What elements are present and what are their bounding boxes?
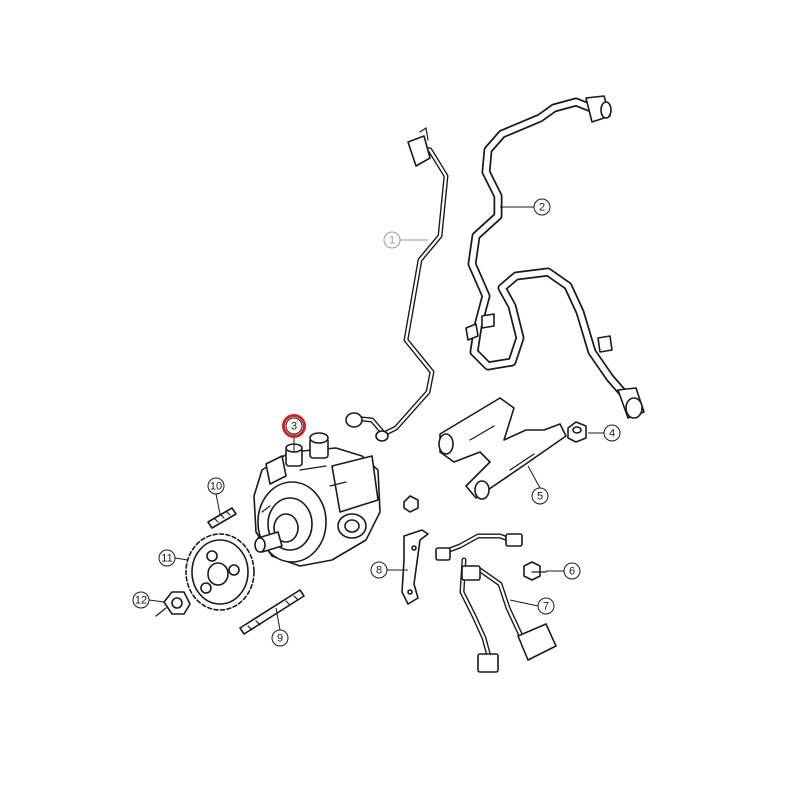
callout-number: 12 <box>135 595 147 607</box>
callout-leader-line <box>215 493 221 515</box>
callout-number: 9 <box>277 633 283 645</box>
callout-circle <box>531 487 549 505</box>
callout-6[interactable]: 6 <box>546 562 581 580</box>
callout-leader-line <box>509 599 539 607</box>
callout-circle <box>537 597 555 615</box>
callout-circle <box>563 562 581 580</box>
callout-number: 3 <box>291 421 297 433</box>
callout-circle <box>207 477 225 495</box>
callout-circle <box>383 231 401 249</box>
callout-leader-line <box>148 599 165 603</box>
callout-3[interactable]: 3 <box>282 414 306 453</box>
callout-leader-line <box>527 465 541 489</box>
part-nut <box>567 421 587 443</box>
callout-4[interactable]: 4 <box>588 424 621 442</box>
callout-11[interactable]: 11 <box>158 549 189 567</box>
part-pump-gear <box>185 533 255 611</box>
callout-10[interactable]: 10 <box>207 477 225 515</box>
callout-circle <box>370 561 388 579</box>
callout-number: 7 <box>543 601 549 613</box>
part-mounting-bracket <box>401 529 429 605</box>
callout-number: 8 <box>376 565 382 577</box>
callout-number: 11 <box>161 553 172 565</box>
callout-number: 1 <box>389 235 395 247</box>
part-small-nut <box>403 495 419 513</box>
callout-12[interactable]: 12 <box>132 591 165 609</box>
callout-2[interactable]: 2 <box>500 198 551 216</box>
part-bolt <box>523 561 547 581</box>
part-tube-bracket <box>438 397 567 500</box>
callout-7[interactable]: 7 <box>509 597 555 615</box>
callout-9[interactable]: 9 <box>271 607 289 647</box>
callout-circle <box>285 417 303 435</box>
callout-circle <box>603 424 621 442</box>
callout-number: 10 <box>210 481 222 493</box>
callout-number: 5 <box>537 491 543 503</box>
highlight-ring <box>282 414 306 438</box>
callout-circle <box>158 549 176 567</box>
callout-5[interactable]: 5 <box>527 465 549 505</box>
callout-8[interactable]: 8 <box>370 561 408 579</box>
callout-circle <box>132 591 150 609</box>
callout-1[interactable]: 1 <box>383 231 428 249</box>
callout-circle <box>533 198 551 216</box>
callout-number: 4 <box>609 428 615 440</box>
part-fuel-supply-hose <box>465 95 645 419</box>
part-fuel-injection-pump <box>253 432 381 567</box>
part-high-pressure-fuel-line <box>345 126 449 442</box>
callout-number: 2 <box>539 202 545 214</box>
callout-leader-line <box>174 557 189 561</box>
part-stud <box>239 589 305 635</box>
part-short-stud <box>207 507 237 529</box>
part-wiring-harness <box>435 533 557 673</box>
callout-circle <box>271 629 289 647</box>
part-gear-nut <box>155 591 191 617</box>
callout-leader-line <box>275 607 281 631</box>
callout-number: 6 <box>569 566 575 578</box>
